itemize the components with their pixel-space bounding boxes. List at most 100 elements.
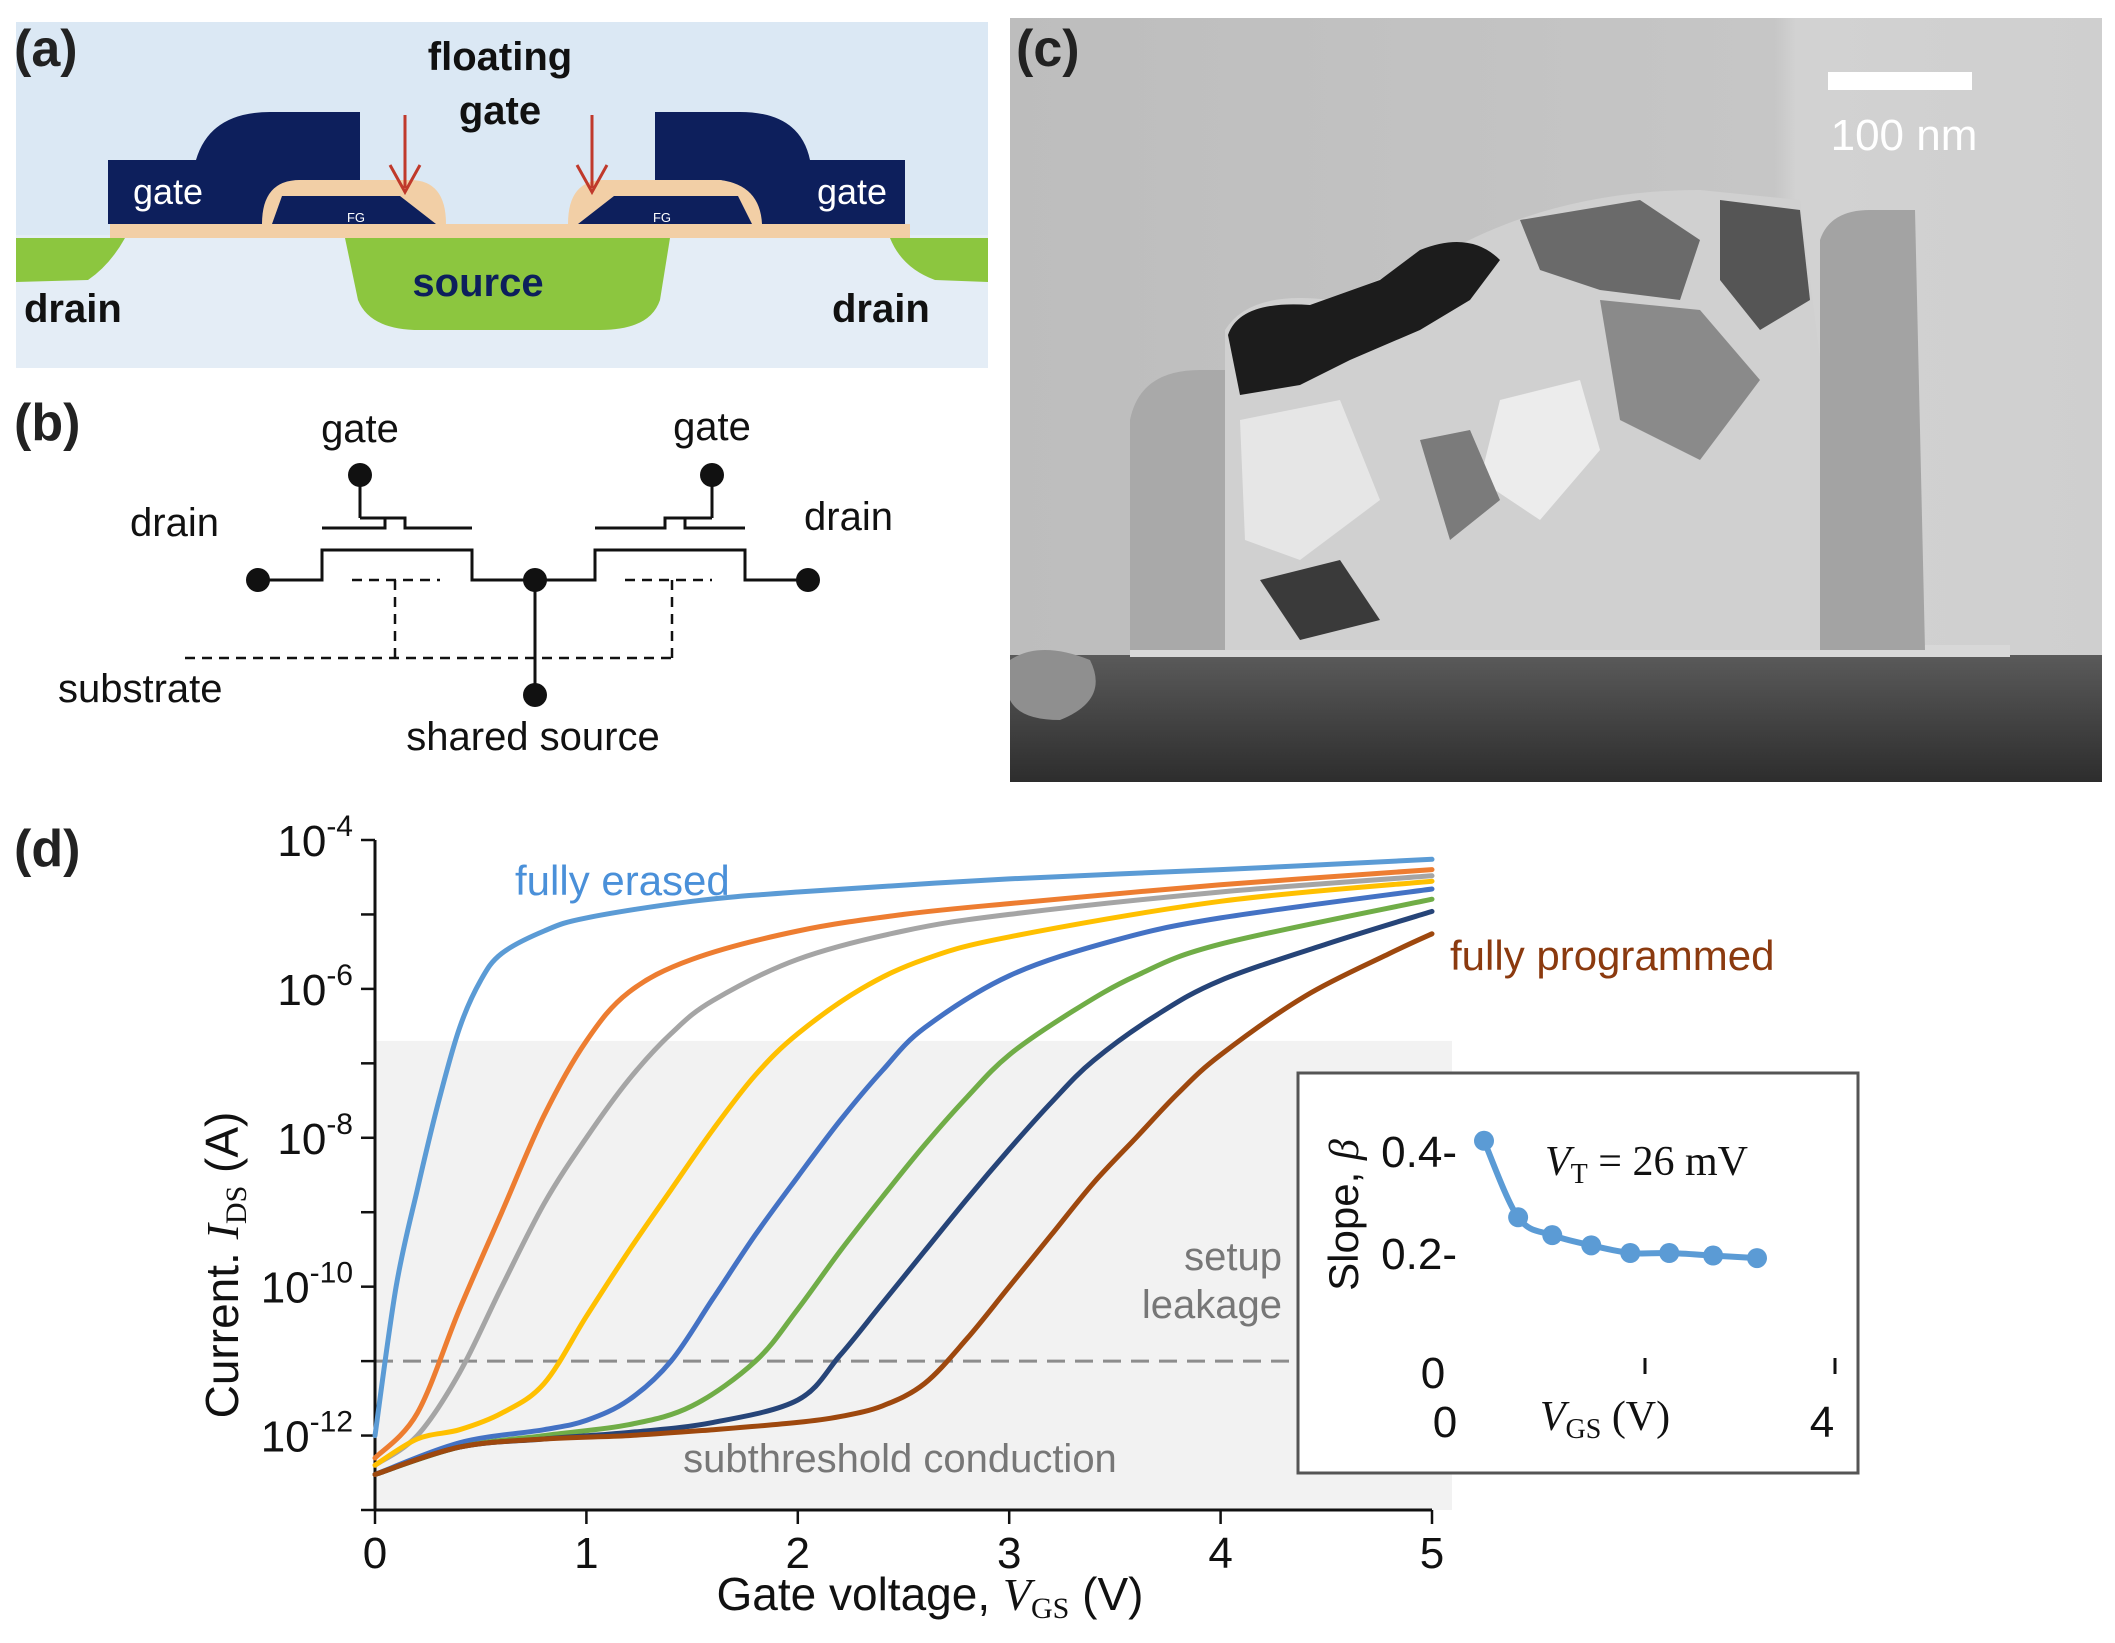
- terminal-gate-left: [348, 463, 372, 487]
- series-line-2: [372, 867, 1435, 1461]
- y-tick-label: 10-10: [261, 1257, 353, 1313]
- panel-b-circuit: (b) gate gate drain drain substrate shar…: [14, 394, 893, 759]
- inset-data-point: [1620, 1243, 1641, 1263]
- wire-right-transistor: [535, 548, 808, 582]
- panel-a-diagram: (a) floating gate gate gate FG FG source…: [14, 20, 988, 368]
- x-axis-title: Gate voltage, VGS (V): [717, 1568, 1144, 1625]
- oxide-layer: [110, 224, 910, 238]
- inset-data-point: [1474, 1130, 1494, 1151]
- tem-spacer-right: [1820, 210, 1925, 650]
- gate-left-label: gate: [133, 171, 203, 212]
- label-setup: setup: [1184, 1235, 1282, 1279]
- tem-grain-1: [1520, 200, 1700, 300]
- terminal-shared-node: [523, 568, 547, 592]
- tem-grain-5: [1480, 380, 1600, 520]
- inset-y-tick-label: 0.4-: [1381, 1128, 1457, 1177]
- x-tick-label: 4: [1208, 1529, 1232, 1578]
- x-tick-label: 5: [1420, 1529, 1444, 1578]
- y-axis-title: Current. IDS (A): [196, 1112, 253, 1419]
- label-leakage: leakage: [1142, 1283, 1282, 1327]
- gate-plate-left: [322, 516, 472, 530]
- y-tick-label: 10-12: [261, 1406, 353, 1462]
- inset-frame: [1296, 1071, 1860, 1475]
- tem-grain-2: [1600, 300, 1760, 460]
- y-tick-label: 10-4: [277, 810, 353, 866]
- gate-right-circuit-label: gate: [673, 405, 751, 449]
- shared-source-label: shared source: [406, 715, 659, 759]
- drain-left-label: drain: [24, 287, 122, 331]
- label-fully-erased: fully erased: [515, 857, 730, 904]
- source-region: [345, 238, 670, 330]
- panel-c-tem-image: 100 nm (c): [1010, 18, 2102, 782]
- x-tick-label: 0: [363, 1529, 387, 1578]
- series-line-3: [372, 873, 1435, 1468]
- tem-edge-feature: [1010, 650, 1096, 720]
- panel-a-label: (a): [14, 20, 78, 78]
- scale-bar-label: 100 nm: [1831, 111, 1978, 160]
- series-line-5: [372, 886, 1435, 1477]
- terminal-shared-source: [523, 683, 547, 707]
- fg-left-inner: [272, 196, 436, 224]
- panel-c: 100 nm (c): [1000, 0, 2115, 800]
- x-tick-label: 1: [574, 1529, 598, 1578]
- fg-right-label: FG: [653, 210, 671, 225]
- drain-right-region: [890, 238, 988, 282]
- inset-vt-label: VT = 26 mV: [1545, 1139, 1748, 1190]
- terminal-gate-right: [700, 463, 724, 487]
- drain-left-circuit-label: drain: [130, 501, 219, 545]
- series-line-6: [372, 896, 1435, 1477]
- inset-data-point: [1659, 1243, 1680, 1263]
- gate-plate-right: [595, 516, 745, 530]
- fg-left-label: FG: [347, 210, 365, 225]
- panel-d: (d) 10-4 10-6 10-8 10-10 10-12 0 1 2 3 4 5 Gate vo…: [0, 800, 2115, 1638]
- y-tick-label: 10-6: [277, 959, 353, 1015]
- tem-grain-3: [1720, 200, 1810, 330]
- tem-dark-grain: [1228, 242, 1500, 395]
- gate-right-label: gate: [817, 171, 887, 212]
- x-tick-label: 2: [786, 1529, 810, 1578]
- gate-left-shape: [108, 112, 360, 224]
- inset-data-point: [1703, 1245, 1724, 1266]
- inset-y-tick-label: 0.2-: [1381, 1230, 1457, 1279]
- drain-right-label: drain: [832, 287, 930, 331]
- panel-c-label: (c): [1016, 20, 1080, 78]
- tem-grain-6: [1240, 400, 1380, 560]
- inset-data-point: [1542, 1225, 1563, 1246]
- source-label: source: [412, 261, 543, 305]
- label-fully-programmed: fully programmed: [1450, 932, 1774, 979]
- tem-grain-7: [1420, 430, 1500, 540]
- inset-data-point: [1581, 1235, 1602, 1256]
- terminal-drain-right: [796, 568, 820, 592]
- inset-x-tick-label: 4: [1810, 1398, 1834, 1447]
- substrate-label: substrate: [58, 667, 223, 711]
- panel-a: (a) floating gate gate gate FG FG source…: [0, 0, 1000, 380]
- series-line-8: [372, 931, 1435, 1477]
- gate-right-shape: [655, 112, 905, 224]
- arrow-right-head: [575, 164, 609, 196]
- panel-b-label: (b): [14, 394, 80, 452]
- inset-data-point: [1747, 1248, 1767, 1269]
- fg-right-inner: [578, 196, 752, 224]
- inset-y-tick-label: 0: [1421, 1349, 1445, 1398]
- y-tick-label: 10-8: [277, 1108, 353, 1164]
- panel-d-label: (d): [14, 820, 80, 878]
- tem-spacer-left: [1130, 370, 1225, 650]
- inset-data-point: [1508, 1207, 1529, 1228]
- panel-d-chart: (d) 10-4 10-6 10-8 10-10 10-12 0 1 2 3 4 5 Gate vo…: [14, 810, 1860, 1625]
- floating-gate-label-1: floating: [428, 35, 572, 79]
- wire-left-transistor: [258, 548, 535, 582]
- x-tick-label: 3: [997, 1529, 1021, 1578]
- floating-gate-label-2: gate: [459, 89, 541, 133]
- scale-bar: [1828, 72, 1972, 90]
- arrow-left-head: [388, 164, 422, 196]
- inset-y-axis-title: Slope, β: [1320, 1139, 1368, 1291]
- inset-x-tick-label: 0: [1433, 1398, 1457, 1447]
- inset-x-axis-title: VGS (V): [1540, 1394, 1670, 1445]
- panel-b: (b) gate gate drain drain substrate shar…: [0, 380, 1000, 780]
- gate-left-circuit-label: gate: [321, 407, 399, 451]
- drain-right-circuit-label: drain: [804, 495, 893, 539]
- drain-left-region: [16, 238, 125, 282]
- tem-substrate: [1010, 655, 2102, 782]
- series-line-4: [372, 878, 1435, 1468]
- series-line-1: [372, 856, 1435, 1439]
